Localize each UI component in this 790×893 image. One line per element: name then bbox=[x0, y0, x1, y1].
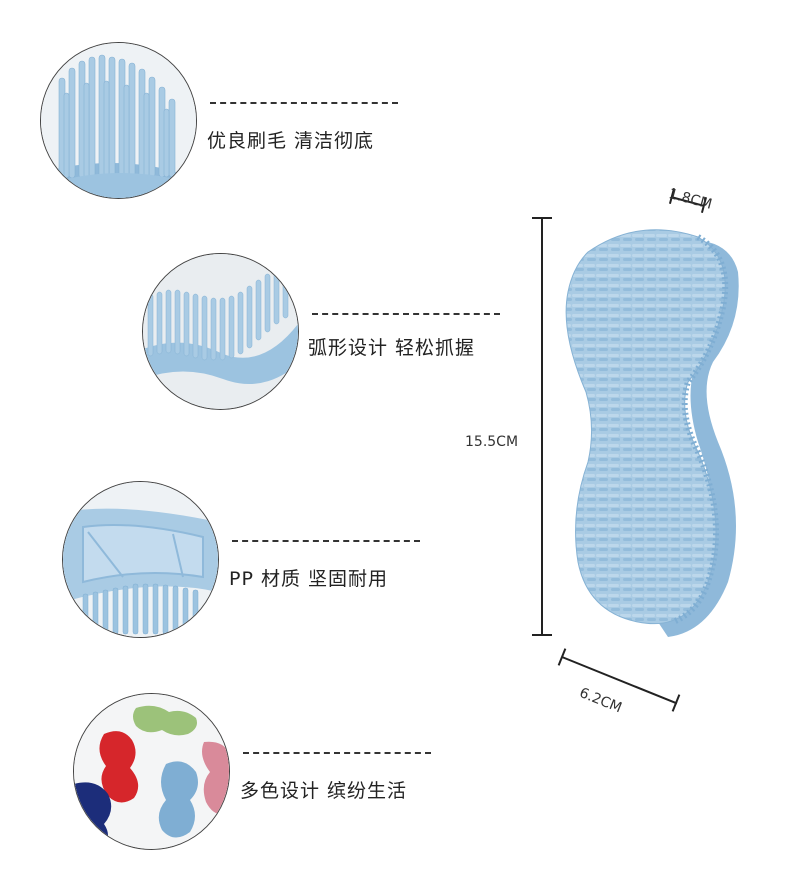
product-brush-image bbox=[548, 212, 758, 652]
height-dimension-cap-bottom bbox=[532, 634, 552, 636]
brush-side-view bbox=[565, 229, 739, 637]
feature-label-material: PP 材质 坚固耐用 bbox=[229, 568, 388, 590]
width-dimension-label: 6.2CM bbox=[577, 685, 624, 717]
height-dimension-cap-top bbox=[532, 217, 552, 219]
height-dimension-label: 15.5CM bbox=[465, 434, 519, 450]
feature-image-curved bbox=[142, 253, 299, 410]
divider-dashed-4 bbox=[243, 752, 431, 754]
divider-dashed-1 bbox=[210, 102, 398, 104]
depth-dimension-label: 1.8CM bbox=[666, 186, 714, 213]
divider-dashed-2 bbox=[312, 313, 500, 315]
color-variants-illustration bbox=[74, 694, 229, 849]
divider-dashed-3 bbox=[232, 540, 420, 542]
brush-base-illustration bbox=[63, 482, 218, 637]
feature-label-curved: 弧形设计 轻松抓握 bbox=[308, 337, 476, 359]
height-dimension-line bbox=[541, 218, 543, 636]
feature-label-bristles: 优良刷毛 清洁彻底 bbox=[207, 130, 375, 152]
feature-label-colors: 多色设计 缤纷生活 bbox=[240, 780, 408, 802]
feature-image-material bbox=[62, 481, 219, 638]
curved-brush-illustration bbox=[143, 254, 298, 409]
feature-image-bristles bbox=[40, 42, 197, 199]
feature-image-colors bbox=[73, 693, 230, 850]
bristles-closeup-illustration bbox=[41, 43, 196, 198]
